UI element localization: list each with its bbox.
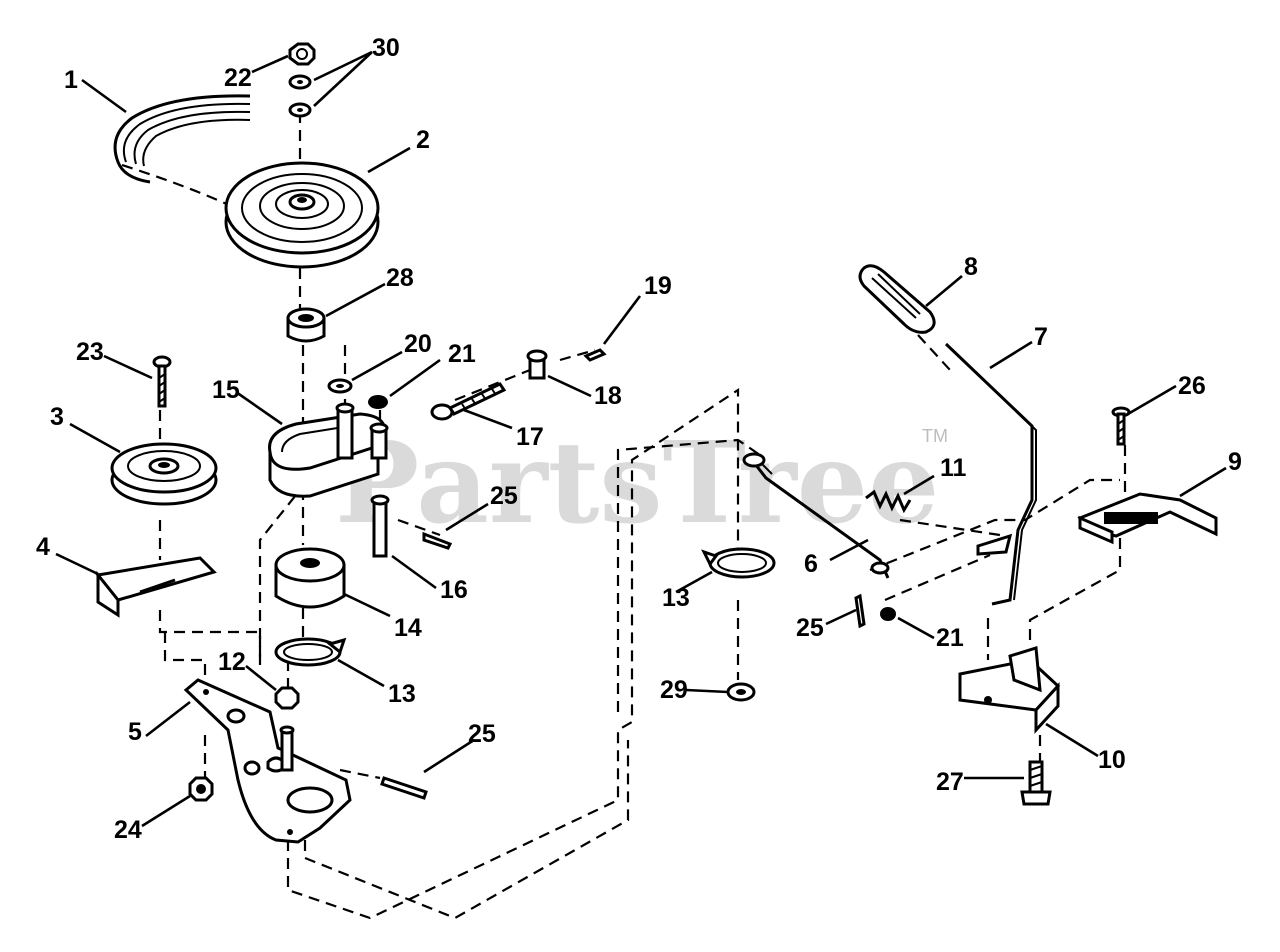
callout-27: 27 (936, 768, 964, 796)
bolt-23 (152, 355, 172, 408)
callout-13-left: 13 (388, 680, 416, 708)
callout-2: 2 (416, 126, 430, 154)
callouts: 1 2 3 4 5 6 7 8 9 10 11 12 13 13 14 15 1… (36, 34, 1242, 844)
callout-5: 5 (128, 718, 142, 746)
callout-6: 6 (804, 550, 818, 578)
cotter-pin-25-lower (380, 776, 428, 800)
cotter-pin-25-right (854, 593, 866, 629)
callout-22: 22 (224, 64, 252, 92)
callout-9: 9 (1228, 448, 1242, 476)
callout-8: 8 (964, 253, 978, 281)
callout-7: 7 (1034, 323, 1048, 351)
washer-30-upper (288, 74, 312, 90)
washer-29 (726, 682, 756, 702)
rod-6 (742, 452, 890, 579)
handle-grip-8 (858, 264, 936, 334)
eye-bolt-17 (430, 382, 507, 421)
callout-19: 19 (644, 272, 672, 300)
watermark: PartsTree TM (335, 418, 948, 549)
callout-21-top: 21 (448, 340, 476, 368)
callout-20: 20 (404, 330, 432, 358)
callout-4: 4 (36, 533, 50, 561)
bracket-10 (958, 646, 1061, 734)
pin-18 (526, 349, 548, 380)
callout-11: 11 (940, 454, 967, 482)
nut-12 (274, 686, 300, 710)
callout-25-lower: 25 (468, 720, 496, 748)
callout-3: 3 (50, 403, 64, 431)
callout-29: 29 (660, 676, 688, 704)
nut-21-top (368, 395, 388, 409)
callout-28: 28 (386, 264, 414, 292)
callout-26: 26 (1178, 372, 1206, 400)
pulley-2 (224, 161, 380, 269)
callout-10: 10 (1098, 746, 1126, 774)
callout-1: 1 (64, 66, 78, 94)
idler-pulley-3 (110, 442, 218, 506)
callout-17: 17 (516, 423, 544, 451)
belt (113, 94, 251, 184)
cotter-pin-19 (583, 348, 607, 362)
spring-11 (865, 489, 912, 514)
retaining-ring-13-left (274, 637, 347, 667)
screw-26 (1111, 406, 1131, 446)
idler-arm-15 (268, 402, 389, 498)
callout-23: 23 (76, 338, 104, 366)
spacer-14 (274, 547, 346, 609)
callout-30: 30 (372, 34, 400, 62)
callout-24: 24 (114, 816, 142, 844)
washer-30-lower (288, 102, 312, 118)
callout-13-right: 13 (662, 584, 690, 612)
callout-12: 12 (218, 648, 246, 676)
nut-22 (288, 42, 316, 66)
callout-21-right: 21 (936, 624, 964, 652)
retaining-ring-13-right (701, 547, 776, 579)
callout-18: 18 (594, 382, 622, 410)
bracket-9 (1077, 492, 1218, 545)
washer-20 (327, 378, 353, 394)
plate-5 (183, 678, 352, 844)
bolt-27 (1020, 760, 1052, 806)
callout-25-right: 25 (796, 614, 824, 642)
cotter-pin-25-upper (422, 531, 453, 550)
callout-14: 14 (394, 614, 422, 642)
nut-24 (188, 776, 214, 802)
leader-lines (55, 50, 1227, 828)
watermark-trademark: TM (922, 426, 948, 446)
assembly-dashed-lines (121, 112, 1127, 920)
callout-16: 16 (440, 576, 468, 604)
nut-21-right (880, 607, 896, 621)
lever-rod-7 (944, 342, 1037, 606)
pin-16 (370, 494, 390, 558)
callout-25-upper: 25 (490, 482, 518, 510)
bushing-28 (286, 307, 326, 343)
watermark-text: PartsTree (335, 418, 939, 549)
callout-15: 15 (212, 376, 240, 404)
bracket-4 (95, 556, 217, 618)
